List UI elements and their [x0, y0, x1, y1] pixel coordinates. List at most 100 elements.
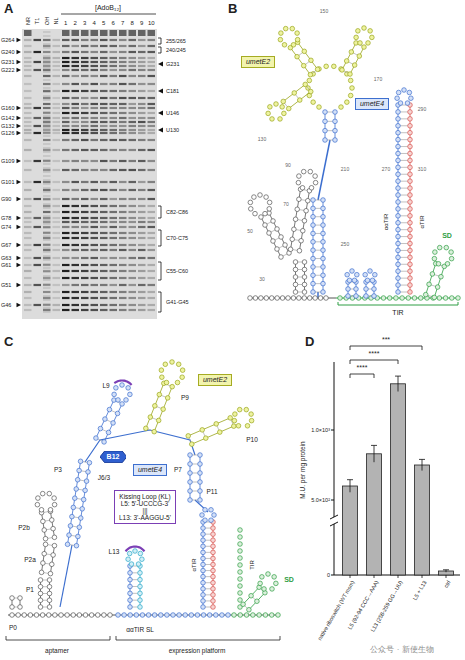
significance-bracket — [350, 374, 374, 378]
gel-band — [43, 75, 51, 76]
gel-band — [119, 103, 127, 105]
nucleotide-dot — [317, 105, 322, 110]
nucleotide-dot — [238, 613, 243, 618]
nucleotide-dot — [396, 227, 401, 232]
backbone-line — [325, 112, 326, 140]
marker-arrow — [158, 62, 163, 67]
nucleotide-dot — [396, 151, 401, 156]
nucleotide-dot — [430, 272, 435, 277]
nucleotide-dot — [201, 550, 206, 555]
marker-arrow — [17, 180, 22, 184]
gel-band — [129, 75, 137, 77]
marker-label: G61 — [1, 262, 11, 268]
gel-band — [24, 117, 32, 119]
gel-band — [138, 30, 146, 36]
nucleotide-dot — [373, 272, 378, 277]
lane-number: 6 — [112, 20, 115, 27]
nucleotide-dot — [305, 198, 310, 203]
gel-band — [43, 103, 51, 104]
nucleotide-dot — [111, 421, 116, 426]
nucleotide-dot — [40, 491, 45, 496]
nucleotide-dot — [300, 185, 305, 190]
gel-band — [34, 117, 42, 119]
nucleotide-dot — [49, 562, 54, 567]
backbone-line — [290, 48, 310, 75]
gel-band — [24, 139, 32, 141]
gel-band — [119, 291, 127, 293]
axis-tick — [350, 575, 351, 578]
nucleotide-dot — [198, 498, 203, 503]
gel-band — [129, 284, 137, 286]
gel-band — [81, 69, 89, 71]
gel-band — [129, 83, 137, 85]
gel-band — [100, 232, 108, 234]
gel-band — [138, 244, 146, 246]
marker-label: G160 — [1, 105, 14, 111]
gel-band — [43, 107, 51, 109]
gel-band — [129, 217, 137, 219]
gel-band — [43, 291, 51, 293]
nucleotide-dot — [138, 598, 143, 603]
element-label: P7 — [174, 466, 182, 473]
nucleotide-dot — [293, 275, 298, 280]
nucleotide-number: 310 — [418, 167, 426, 173]
gel-band — [138, 211, 146, 213]
backbone-line — [188, 418, 230, 436]
gel-band — [110, 112, 118, 114]
gel-band — [24, 226, 32, 228]
error-bar — [350, 480, 351, 493]
nucleotide-dot — [51, 553, 56, 558]
gel-band — [43, 149, 51, 151]
nucleotide-dot — [418, 296, 423, 301]
nucleotide-dot — [396, 283, 401, 288]
nucleotide-dot — [280, 296, 285, 301]
nucleotide-dot — [52, 535, 57, 540]
nucleotide-dot — [262, 587, 267, 592]
error-bar — [419, 459, 425, 460]
gel-band — [43, 97, 51, 99]
gel-band — [148, 232, 156, 234]
nucleotide-dot — [238, 598, 243, 603]
marker-label: G101 — [1, 179, 14, 185]
gel-band — [100, 264, 108, 266]
lane-number: 2 — [74, 20, 77, 27]
gel-band — [62, 217, 70, 219]
gel-band — [72, 75, 80, 77]
nucleotide-dot — [148, 415, 153, 420]
nucleotide-dot — [402, 88, 407, 93]
bracket-line — [61, 14, 156, 15]
gel-band — [100, 160, 108, 162]
nucleotide-dot — [238, 577, 243, 582]
gel-band — [110, 129, 118, 131]
gel-band — [43, 235, 51, 236]
nucleotide-dot — [133, 549, 138, 554]
nucleotide-dot — [35, 502, 40, 507]
region-box: umetE4 — [133, 464, 167, 476]
gel-band — [43, 263, 51, 264]
gel-band — [110, 149, 118, 151]
gel-band — [43, 135, 51, 136]
nucleotide-dot — [47, 598, 52, 603]
gel-background — [22, 29, 157, 319]
gel-band — [62, 304, 70, 306]
nucleotide-dot — [339, 105, 344, 110]
gel-band — [129, 198, 137, 200]
nucleotide-dot — [217, 430, 222, 435]
gel-band — [110, 75, 118, 77]
gel-band — [62, 309, 70, 311]
gel-band — [110, 284, 118, 286]
nucleotide-dot — [332, 64, 337, 69]
gel-band — [62, 284, 70, 286]
gel-band — [53, 83, 61, 85]
gel-band — [148, 198, 156, 200]
kissing-loop-box: Kissing Loop (KL)L5: 5'-UCCCG-3'|||L13: … — [114, 490, 176, 525]
nucleotide-dot — [126, 386, 131, 391]
nucleotide-dot — [128, 598, 133, 603]
lane-header: NR — [25, 17, 31, 25]
gel-band — [53, 221, 61, 223]
nucleotide-dot — [321, 214, 326, 219]
nucleotide-dot — [263, 613, 268, 618]
nucleotide-dot — [160, 375, 165, 380]
nucleotide-dot — [368, 269, 373, 274]
gel-band — [24, 221, 32, 223]
